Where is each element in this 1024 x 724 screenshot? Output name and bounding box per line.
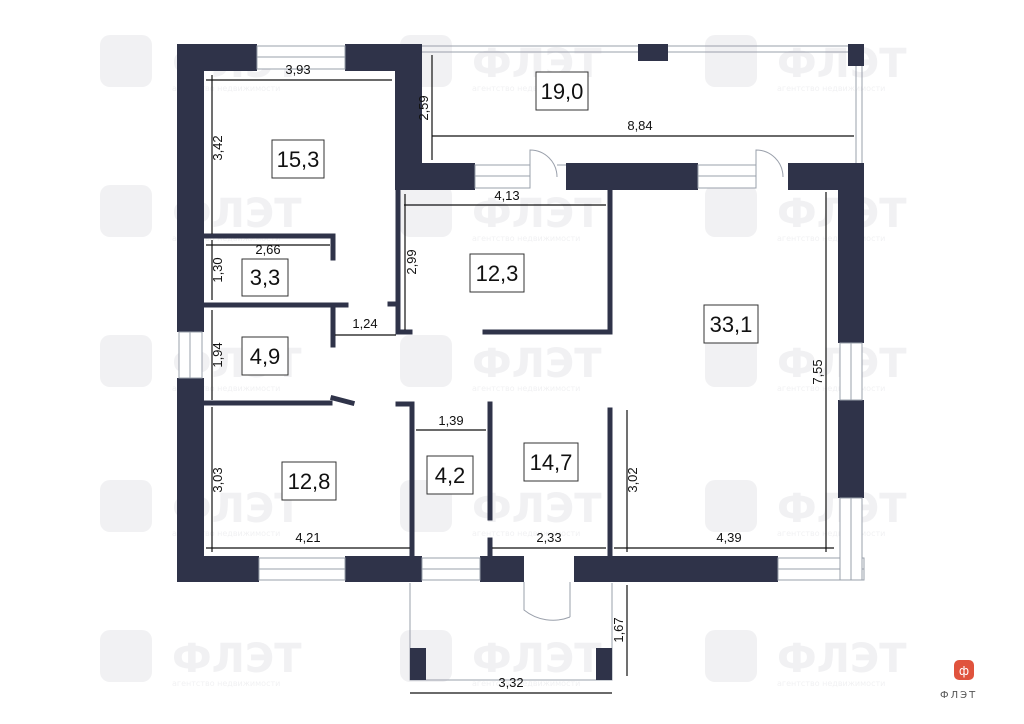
room-areas: 15,3 19,0 3,3 4,9 12,3 33,1 12,8 4,2 14,… bbox=[241, 71, 759, 501]
room-area-label: 3,3 bbox=[250, 265, 281, 290]
room-area-label: 33,1 bbox=[710, 312, 753, 337]
dim-label: 1,24 bbox=[352, 316, 377, 331]
dim-label: 3,02 bbox=[625, 467, 640, 492]
dim-label: 8,84 bbox=[627, 118, 652, 133]
terrace-outline bbox=[422, 44, 864, 165]
dim-label: 4,13 bbox=[494, 188, 519, 203]
dim-label: 3,42 bbox=[210, 135, 225, 160]
watermark-tagline: агентство недвижимости bbox=[472, 529, 580, 538]
watermark-text: ФЛЭТ bbox=[472, 341, 602, 387]
watermark-tagline: агентство недвижимости bbox=[777, 234, 885, 243]
windows bbox=[178, 45, 865, 581]
watermark-tagline: агентство недвижимости bbox=[472, 234, 580, 243]
dim-label: 2,66 bbox=[255, 242, 280, 257]
watermark-tagline: агентство недвижимости bbox=[172, 384, 280, 393]
watermark-text: ФЛЭТ bbox=[472, 636, 602, 682]
porch bbox=[409, 583, 613, 681]
dim-label: 4,39 bbox=[716, 530, 741, 545]
room-area-label: 12,3 bbox=[476, 261, 519, 286]
dim-label: 4,21 bbox=[295, 530, 320, 545]
dim-label: 3,03 bbox=[210, 467, 225, 492]
room-area-label: 4,9 bbox=[250, 344, 281, 369]
watermark-text: ФЛЭТ bbox=[172, 636, 302, 682]
dim-label: 2,33 bbox=[536, 530, 561, 545]
dim-label: 1,94 bbox=[210, 342, 225, 367]
flat-logo: ф ФЛЭТ bbox=[940, 660, 977, 701]
watermark-tagline: агентство недвижимости bbox=[777, 384, 885, 393]
watermark-tagline: агентство недвижимости bbox=[777, 84, 885, 93]
doors bbox=[523, 149, 784, 621]
logo-mark-icon bbox=[954, 660, 974, 680]
dimension-lines bbox=[206, 55, 854, 694]
watermark-tagline: агентство недвижимости bbox=[172, 84, 280, 93]
watermark-text: ФЛЭТ bbox=[472, 191, 602, 237]
dim-label: 1,39 bbox=[438, 413, 463, 428]
watermark-text: ФЛЭТ bbox=[472, 486, 602, 532]
dim-label: 3,32 bbox=[498, 675, 523, 690]
watermark-tagline: агентство недвижимости bbox=[472, 679, 580, 688]
room-area-label: 19,0 bbox=[541, 79, 584, 104]
room-area-label: 12,8 bbox=[288, 469, 331, 494]
dimension-labels: 3,93 3,42 2,59 8,84 4,13 2,66 1,30 2,99 … bbox=[210, 62, 825, 690]
dim-label: 2,59 bbox=[416, 95, 431, 120]
watermark-tagline: агентство недвижимости bbox=[777, 679, 885, 688]
watermark-text: ФЛЭТ bbox=[777, 41, 907, 87]
watermark-tagline: агентство недвижимости bbox=[777, 529, 885, 538]
dim-label: 7,55 bbox=[810, 359, 825, 384]
dim-label: 1,30 bbox=[210, 257, 225, 282]
watermark-text: ФЛЭТ bbox=[777, 636, 907, 682]
dim-label: 2,99 bbox=[404, 249, 419, 274]
interior-walls bbox=[201, 187, 613, 559]
logo-text: ФЛЭТ bbox=[940, 690, 977, 701]
watermark-tagline: агентство недвижимости bbox=[172, 679, 280, 688]
dim-label: 1,67 bbox=[611, 617, 626, 642]
watermark-tagline: агентство недвижимости bbox=[472, 84, 580, 93]
svg-text:ф: ф bbox=[959, 664, 969, 678]
exterior-walls bbox=[177, 44, 864, 582]
room-area-label: 4,2 bbox=[435, 463, 466, 488]
watermark-tagline: агентство недвижимости bbox=[172, 529, 280, 538]
room-area-label: 15,3 bbox=[277, 147, 320, 172]
room-area-label: 14,7 bbox=[530, 450, 573, 475]
dim-label: 3,93 bbox=[285, 62, 310, 77]
watermark-tagline: агентство недвижимости bbox=[472, 384, 580, 393]
